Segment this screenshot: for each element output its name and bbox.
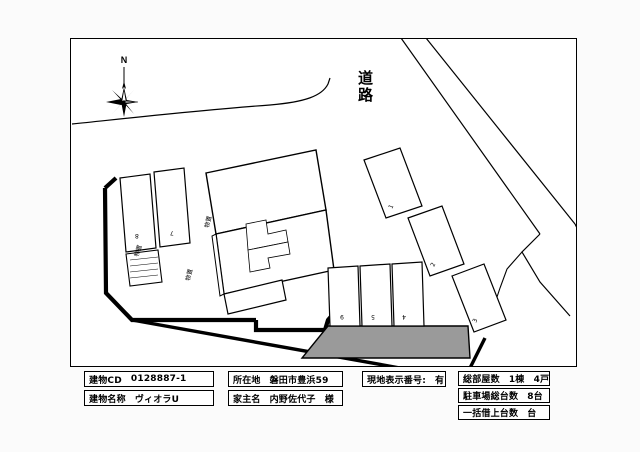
info-owner: 家主名 内野佐代子 様 xyxy=(228,390,343,406)
info-site-sign-no-value: 有 xyxy=(435,375,445,386)
building-annex xyxy=(223,279,287,315)
storage-left xyxy=(125,249,163,287)
stall-number-center-4: 4 xyxy=(402,313,406,320)
info-total-floors-value: 1棟 4戸 xyxy=(508,375,550,385)
info-owner-value: 内野佐代子 様 xyxy=(269,394,335,405)
stall-right-2 xyxy=(407,205,465,277)
stall-left-8 xyxy=(119,173,157,253)
info-building-name-label: 建物名称 xyxy=(89,394,126,405)
stall-right-3 xyxy=(451,263,507,333)
stall-center-9 xyxy=(327,265,361,327)
stall-center-5 xyxy=(359,263,393,327)
info-parking-total-value: 8台 xyxy=(527,392,543,402)
info-building-cd: 建物CD 0128887-1 xyxy=(84,371,214,387)
info-total-floors: 総部屋数 1棟 4戸 xyxy=(458,371,550,386)
paved-apron xyxy=(300,325,471,359)
info-site-sign-no-label: 現地表示番号: xyxy=(367,375,426,386)
stall-number-center-5: 5 xyxy=(371,313,375,320)
info-bulk-rent: 一括借上台数 台 xyxy=(458,405,550,420)
info-address: 所在地 磐田市豊浜59 xyxy=(228,371,343,387)
stall-right-1 xyxy=(363,147,423,219)
info-address-value: 磐田市豊浜59 xyxy=(269,375,329,386)
compass-star-icon xyxy=(106,67,139,117)
info-owner-label: 家主名 xyxy=(233,394,261,405)
info-address-label: 所在地 xyxy=(233,375,261,386)
info-parking-total-label: 駐車場総台数 xyxy=(463,392,519,402)
stall-number-center-9: 9 xyxy=(340,313,344,320)
info-building-cd-value: 0128887-1 xyxy=(130,374,187,384)
site-plan-drawing xyxy=(71,38,577,367)
stall-left-7 xyxy=(153,167,191,248)
info-building-name: 建物名称 ヴィオラU xyxy=(84,390,214,406)
stall-number-left-7: 7 xyxy=(169,228,174,237)
info-bulk-rent-label: 一括借上台数 xyxy=(463,409,519,419)
info-table: 建物CD 0128887-1 建物名称 ヴィオラU 所在地 磐田市豊浜59 家主… xyxy=(0,368,640,452)
stall-number-left-8: 8 xyxy=(134,231,139,240)
info-parking-total: 駐車場総台数 8台 xyxy=(458,388,550,403)
info-building-name-value: ヴィオラU xyxy=(134,394,180,405)
info-building-cd-label: 建物CD xyxy=(89,375,122,386)
compass-rose: N xyxy=(96,55,152,127)
info-total-floors-label: 総部屋数 xyxy=(463,375,500,385)
compass-north-label: N xyxy=(120,55,128,65)
info-site-sign-no: 現地表示番号: 有 xyxy=(362,371,446,387)
road-label: 道路 xyxy=(356,70,374,104)
info-bulk-rent-value: 台 xyxy=(527,409,537,419)
stall-center-4 xyxy=(391,261,425,327)
